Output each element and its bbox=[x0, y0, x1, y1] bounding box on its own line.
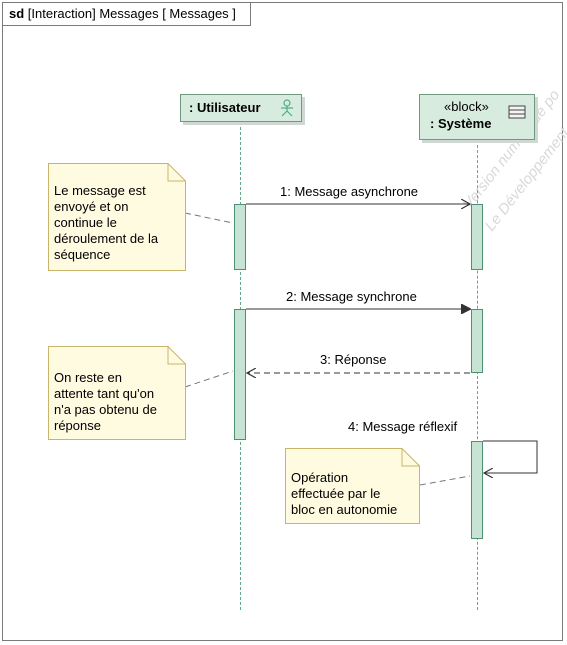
lifeline-systeme-line bbox=[477, 140, 478, 610]
activation-utilisateur-1 bbox=[234, 204, 246, 270]
activation-utilisateur-2 bbox=[234, 309, 246, 440]
note-3-text: Opération effectuée par le bloc en auton… bbox=[291, 470, 398, 517]
note-2[interactable]: On reste en attente tant qu'on n'a pas o… bbox=[48, 346, 186, 440]
actor-icon bbox=[281, 99, 293, 117]
frame-title: [Interaction] Messages [ Messages ] bbox=[27, 6, 236, 21]
frame-kind: sd bbox=[9, 6, 25, 21]
note-2-text: On reste en attente tant qu'on n'a pas o… bbox=[54, 370, 157, 433]
lifeline-systeme-label: : Système bbox=[430, 116, 492, 131]
note-1-anchor bbox=[184, 212, 234, 224]
note-3-anchor bbox=[419, 475, 471, 486]
message-4-line[interactable] bbox=[483, 440, 538, 473]
block-icon bbox=[508, 105, 526, 119]
lifeline-systeme-stereotype: «block» bbox=[444, 99, 489, 114]
frame-tab: sd [Interaction] Messages [ Messages ] bbox=[3, 3, 251, 26]
note-1[interactable]: Le message est envoyé et on continue le … bbox=[48, 163, 186, 271]
message-2-label: 2: Message synchrone bbox=[286, 289, 417, 304]
message-4-label: 4: Message réflexif bbox=[348, 419, 458, 434]
note-1-shape bbox=[48, 163, 186, 271]
note-3-shape bbox=[285, 448, 420, 524]
activation-systeme-3 bbox=[471, 441, 483, 539]
lifeline-utilisateur-label: : Utilisateur bbox=[189, 100, 261, 115]
activation-systeme-1 bbox=[471, 204, 483, 270]
message-3-label: 3: Réponse bbox=[320, 352, 387, 367]
lifeline-systeme[interactable]: «block» : Système bbox=[419, 94, 535, 140]
lifeline-utilisateur[interactable]: : Utilisateur bbox=[180, 94, 302, 122]
message-1-label: 1: Message asynchrone bbox=[280, 184, 419, 199]
note-2-shape bbox=[48, 346, 186, 440]
note-2-anchor bbox=[184, 370, 234, 388]
note-1-text: Le message est envoyé et on continue le … bbox=[54, 183, 159, 262]
activation-systeme-2 bbox=[471, 309, 483, 373]
note-3[interactable]: Opération effectuée par le bloc en auton… bbox=[285, 448, 420, 524]
